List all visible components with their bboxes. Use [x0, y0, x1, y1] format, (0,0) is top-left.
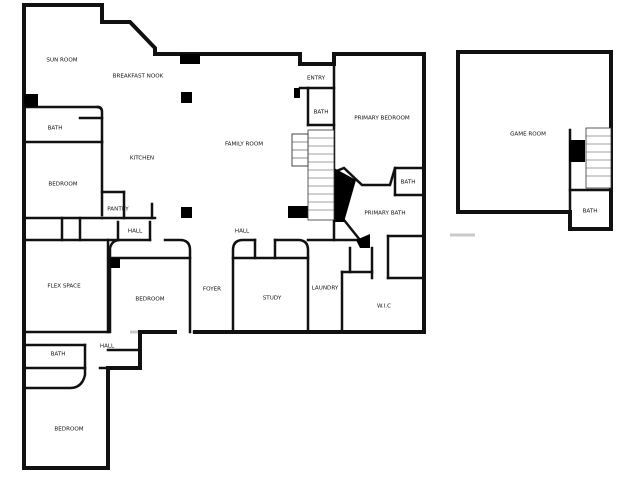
room-label-primary-bath: PRIMARY BATH [364, 211, 405, 217]
room-label-bath-south: BATH [51, 352, 66, 358]
main-floor: SUN ROOM BREAKFAST NOOK ENTRY BATH PRIMA… [22, 3, 600, 470]
interior-walls [22, 52, 426, 390]
main-staircase [307, 129, 335, 221]
exterior-wall [22, 3, 426, 470]
room-label-laundry: LAUNDRY [312, 286, 339, 292]
room-label-bath-upper: BATH [583, 209, 598, 215]
room-label-primary-bedroom: PRIMARY BEDROOM [354, 116, 410, 122]
room-label-hall-kitchen: HALL [128, 229, 143, 235]
room-label-foyer: FOYER [203, 287, 221, 293]
room-label-bath-primary-small: BATH [401, 180, 416, 186]
room-label-hall-south: HALL [100, 344, 115, 350]
room-label-wic: W.I.C [377, 304, 391, 310]
upper-staircase [585, 127, 612, 189]
room-label-kitchen: KITCHEN [130, 156, 154, 162]
room-label-pantry: PANTRY [107, 207, 129, 213]
room-label-breakfast-nook: BREAKFAST NOOK [113, 74, 164, 80]
room-label-family-room: FAMILY ROOM [225, 142, 263, 148]
room-label-bedroom-south: BEDROOM [54, 427, 83, 433]
room-label-bedroom-center: BEDROOM [135, 297, 164, 303]
room-label-sun-room: SUN ROOM [46, 58, 77, 64]
room-label-hall-center: HALL [235, 229, 250, 235]
room-label-bedroom-west: BEDROOM [48, 182, 77, 188]
room-label-game-room: GAME ROOM [510, 132, 546, 138]
fireplace [291, 133, 309, 167]
room-labels: SUN ROOM BREAKFAST NOOK ENTRY BATH PRIMA… [46, 58, 415, 433]
windows [22, 3, 600, 470]
upper-exterior-wall [456, 50, 613, 231]
upper-floor: GAME ROOM BATH [456, 50, 613, 231]
room-label-entry: ENTRY [307, 76, 326, 82]
room-label-bath-west: BATH [48, 126, 63, 132]
room-label-flex-space: FLEX SPACE [47, 284, 81, 290]
room-label-study: STUDY [263, 296, 282, 302]
structural-blocks [24, 54, 370, 268]
room-label-bath-entry: BATH [314, 110, 329, 116]
